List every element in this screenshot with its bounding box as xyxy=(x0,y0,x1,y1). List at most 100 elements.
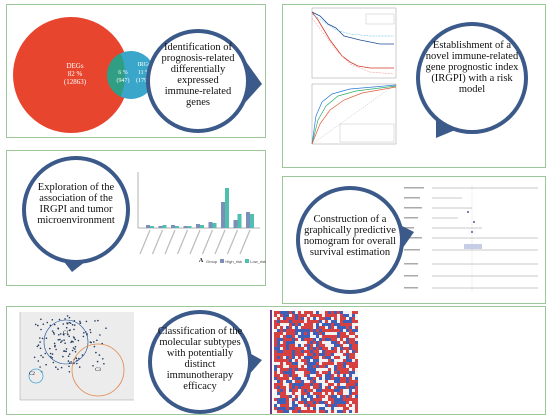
scatter-point xyxy=(64,318,66,320)
scatter-point xyxy=(58,318,61,321)
heatmap-cell xyxy=(319,356,322,359)
heatmap-cell xyxy=(307,380,310,383)
heatmap-cell xyxy=(295,365,298,368)
scatter-point xyxy=(57,368,59,370)
heatmap-cell xyxy=(307,359,310,362)
heatmap-cell xyxy=(352,365,355,368)
heatmap-cell xyxy=(337,350,340,353)
heatmap-cell xyxy=(304,380,307,383)
scatter-point xyxy=(55,366,57,368)
bar xyxy=(233,220,238,228)
scatter-point xyxy=(72,341,74,343)
heatmap-cell xyxy=(298,389,301,392)
heatmap-cell xyxy=(313,410,316,413)
heatmap-cell xyxy=(343,401,346,404)
heatmap-cell xyxy=(298,311,301,314)
heatmap-cell xyxy=(334,371,337,374)
heatmap-cell xyxy=(328,383,331,386)
heatmap-cell xyxy=(331,380,334,383)
heatmap-cell xyxy=(307,320,310,323)
scatter-point xyxy=(49,347,51,350)
heatmap-cell xyxy=(301,362,304,365)
heatmap-cell xyxy=(286,311,289,314)
heatmap-cell xyxy=(319,392,322,395)
heatmap-cell xyxy=(277,359,280,362)
heatmap-cell xyxy=(292,383,295,386)
heatmap-cell xyxy=(289,374,292,377)
heatmap-cell xyxy=(283,383,286,386)
heatmap-cell xyxy=(313,377,316,380)
heatmap-cell xyxy=(325,380,328,383)
heatmap-cell xyxy=(307,311,310,314)
heatmap-cell xyxy=(289,335,292,338)
heatmap-cell xyxy=(298,344,301,347)
heatmap-cell xyxy=(280,311,283,314)
heatmap-cell xyxy=(298,326,301,329)
heatmap-cell xyxy=(355,377,358,380)
heatmap-cell xyxy=(301,404,304,407)
heatmap-cell xyxy=(322,332,325,335)
heatmap-cell xyxy=(334,335,337,338)
heatmap-cell xyxy=(289,365,292,368)
heatmap-cell xyxy=(295,335,298,338)
scatter-point xyxy=(69,322,72,324)
heatmap-cell xyxy=(304,353,307,356)
heatmap-cell xyxy=(346,323,349,326)
heatmap-cell xyxy=(283,335,286,338)
heatmap-cell xyxy=(343,374,346,377)
scatter-point xyxy=(74,351,77,353)
heatmap-cell xyxy=(301,314,304,317)
heatmap-cell xyxy=(322,362,325,365)
heatmap-cell xyxy=(328,350,331,353)
heatmap-cell xyxy=(346,317,349,320)
heatmap-cell xyxy=(310,362,313,365)
heatmap-cell xyxy=(313,362,316,365)
heatmap-cell xyxy=(343,395,346,398)
heatmap-cell xyxy=(292,398,295,401)
heatmap-cell xyxy=(289,329,292,332)
heatmap-cell xyxy=(289,359,292,362)
heatmap-cell xyxy=(343,386,346,389)
heatmap-cell xyxy=(337,380,340,383)
heatmap-cell xyxy=(289,404,292,407)
heatmap-cell xyxy=(274,404,277,407)
heatmap-cell xyxy=(340,350,343,353)
heatmap-cell xyxy=(340,344,343,347)
heatmap-cell xyxy=(319,359,322,362)
heatmap-cell xyxy=(331,407,334,410)
heatmap-cell xyxy=(283,365,286,368)
heatmap-cell xyxy=(346,368,349,371)
heatmap-cell xyxy=(343,311,346,314)
heatmap-cell xyxy=(328,371,331,374)
heatmap-cell xyxy=(352,377,355,380)
heatmap-cell xyxy=(277,347,280,350)
overlap-region xyxy=(107,53,126,97)
heatmap-cell xyxy=(289,347,292,350)
scatter-point xyxy=(39,337,41,339)
heatmap-cell xyxy=(304,317,307,320)
heatmap-cell xyxy=(322,350,325,353)
scatter-point xyxy=(39,366,41,368)
scatter-point xyxy=(37,324,39,327)
heatmap-cell xyxy=(319,398,322,401)
heatmap-cell xyxy=(277,389,280,392)
heatmap-cell xyxy=(286,362,289,365)
heatmap-cell xyxy=(301,335,304,338)
heatmap-cell xyxy=(331,374,334,377)
scatter-point xyxy=(89,331,92,334)
heatmap-cell xyxy=(352,401,355,404)
heatmap-cell xyxy=(343,404,346,407)
scatter-point xyxy=(40,354,42,357)
heatmap-cell xyxy=(349,329,352,332)
heatmap-cell xyxy=(337,374,340,377)
km-roc-plots xyxy=(311,7,397,145)
bar xyxy=(175,226,179,228)
heatmap-cell xyxy=(280,407,283,410)
heatmap-cell xyxy=(352,320,355,323)
heatmap-cell xyxy=(334,317,337,320)
venn-diagram xyxy=(13,17,155,133)
scatter-point xyxy=(52,361,55,364)
heatmap-cell xyxy=(274,332,277,335)
heatmap-cell xyxy=(325,314,328,317)
heatmap-cell xyxy=(334,377,337,380)
